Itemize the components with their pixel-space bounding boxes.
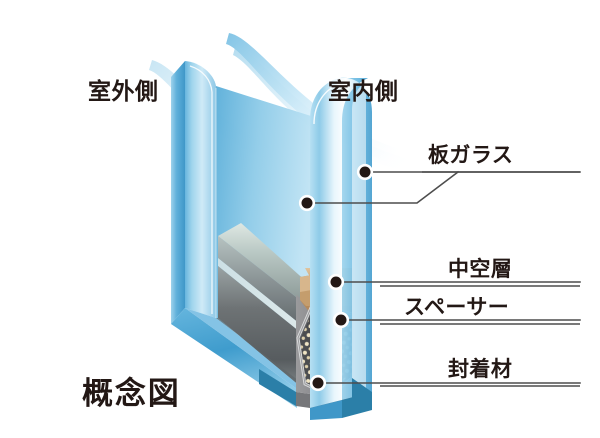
spacer-bar-front-face: [218, 236, 300, 324]
callout-dot-spacer-0: [335, 314, 347, 326]
callout-label-plate-glass: 板ガラス: [428, 143, 514, 167]
cavity-interior: [215, 86, 318, 390]
figure-title: 概念図: [82, 376, 181, 412]
corner-accent-left: [259, 369, 296, 406]
lower-rail-face: [218, 266, 300, 386]
outer-glass-pane: [171, 61, 311, 408]
lower-rail-top-plane: [218, 258, 300, 332]
callout-dot-layer: [298, 163, 374, 392]
side-label-indoor: 室内側: [328, 79, 399, 105]
outer-pane-highlight: [189, 65, 213, 314]
callout-label-spacer: スペーサー: [404, 295, 510, 319]
swoosh-indoor: [226, 33, 430, 172]
side-label-outdoor: 室外側: [88, 79, 159, 105]
outer-pane-left-edge: [171, 61, 185, 324]
callout-label-sealant: 封着材: [448, 357, 513, 381]
cavity-floor-shadow: [216, 318, 311, 390]
indoor-glass-pane: [310, 77, 372, 420]
corner-accent-right: [352, 378, 372, 410]
callout-dot-air-space-0: [330, 276, 342, 288]
indoor-pane-top-highlight: [313, 83, 342, 125]
callout-dot-plate-glass-0: [359, 166, 371, 178]
outer-pane-face: [185, 61, 216, 318]
swoosh-indoor-2: [233, 44, 438, 178]
outer-pane-bottom-top: [185, 308, 311, 390]
callout-underline-layer: [380, 171, 580, 387]
callout-dot-plate-glass-1: [301, 197, 313, 209]
indoor-pane-face: [310, 78, 368, 408]
callout-leader-layer: [306, 170, 581, 384]
leader-line-plate-glass-1: [306, 170, 460, 204]
spacer-bar-top-plane: [218, 223, 318, 300]
callout-dot-sealant-0: [312, 377, 324, 389]
indoor-pane-specular: [352, 83, 366, 393]
bottom-corner-accents: [259, 369, 372, 410]
callout-label-air-space: 中空層: [448, 257, 513, 281]
indoor-pane-bottom-wedge-2: [310, 400, 342, 420]
